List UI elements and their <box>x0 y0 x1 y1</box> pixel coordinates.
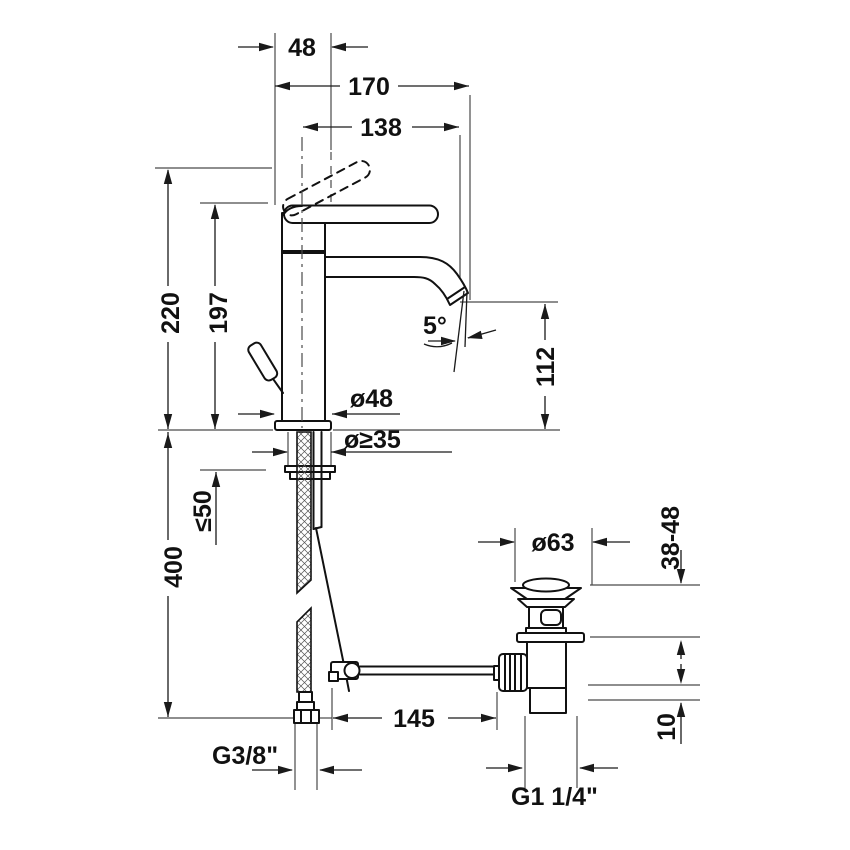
waste-flare-lower <box>517 598 575 608</box>
waste-slot <box>540 609 562 626</box>
hose-connector-nut <box>293 709 320 724</box>
lever-rod <box>355 665 499 676</box>
knurled-nut <box>498 653 528 692</box>
hose-lower <box>296 606 312 693</box>
dim-waste-thread: G1 1/4" <box>511 783 598 811</box>
dim-waste-flange-diameter: ø63 <box>531 529 574 557</box>
dimension-lines <box>163 42 686 775</box>
rod-pivot-ball <box>343 662 361 679</box>
waste-lower-body <box>526 641 567 689</box>
dim-supply-thread: G3/8" <box>212 742 278 770</box>
dim-spout-reach: 138 <box>360 114 402 142</box>
dim-body-diameter: ø48 <box>350 385 393 413</box>
dim-total-height: 220 <box>157 292 185 334</box>
waste-tailpiece <box>529 687 567 714</box>
dim-spout-projection: 170 <box>348 73 390 101</box>
pull-rod-knob <box>247 341 279 382</box>
dim-hole-diameter: ø≥35 <box>344 426 401 454</box>
dim-waste-adjust-range: 38-48 <box>657 506 685 570</box>
dim-supply-hose-length: 400 <box>160 546 188 588</box>
waste-dome-cap <box>522 577 570 593</box>
faucet-body <box>281 212 326 422</box>
dim-max-deck-thickness: ≤50 <box>189 490 217 532</box>
dim-rod-to-waste: 145 <box>393 705 435 733</box>
supply-hose <box>293 431 320 724</box>
faucet <box>247 159 469 431</box>
dim-outlet-height: 112 <box>532 347 560 387</box>
dim-top-offset: 48 <box>288 34 316 62</box>
base-plate <box>274 420 332 431</box>
dim-waste-clearance: 10 <box>653 713 681 741</box>
waste-flange <box>516 632 585 643</box>
aerator-line <box>446 286 466 300</box>
dimension-labels: 48 170 138 220 197 400 ≤50 112 ø48 ø≥35 … <box>157 34 685 811</box>
spout <box>324 256 469 306</box>
pull-rod-assembly <box>312 431 499 692</box>
hose-upper <box>296 431 312 595</box>
dim-spout-base-height: 197 <box>205 292 233 334</box>
handle-lever-raised <box>282 159 371 217</box>
drain-assembly <box>493 577 585 714</box>
dim-spout-angle: 5° <box>423 312 447 340</box>
spout-angle-indicator <box>423 290 497 373</box>
reference-lines <box>155 33 700 790</box>
handle-pivot <box>282 205 303 216</box>
